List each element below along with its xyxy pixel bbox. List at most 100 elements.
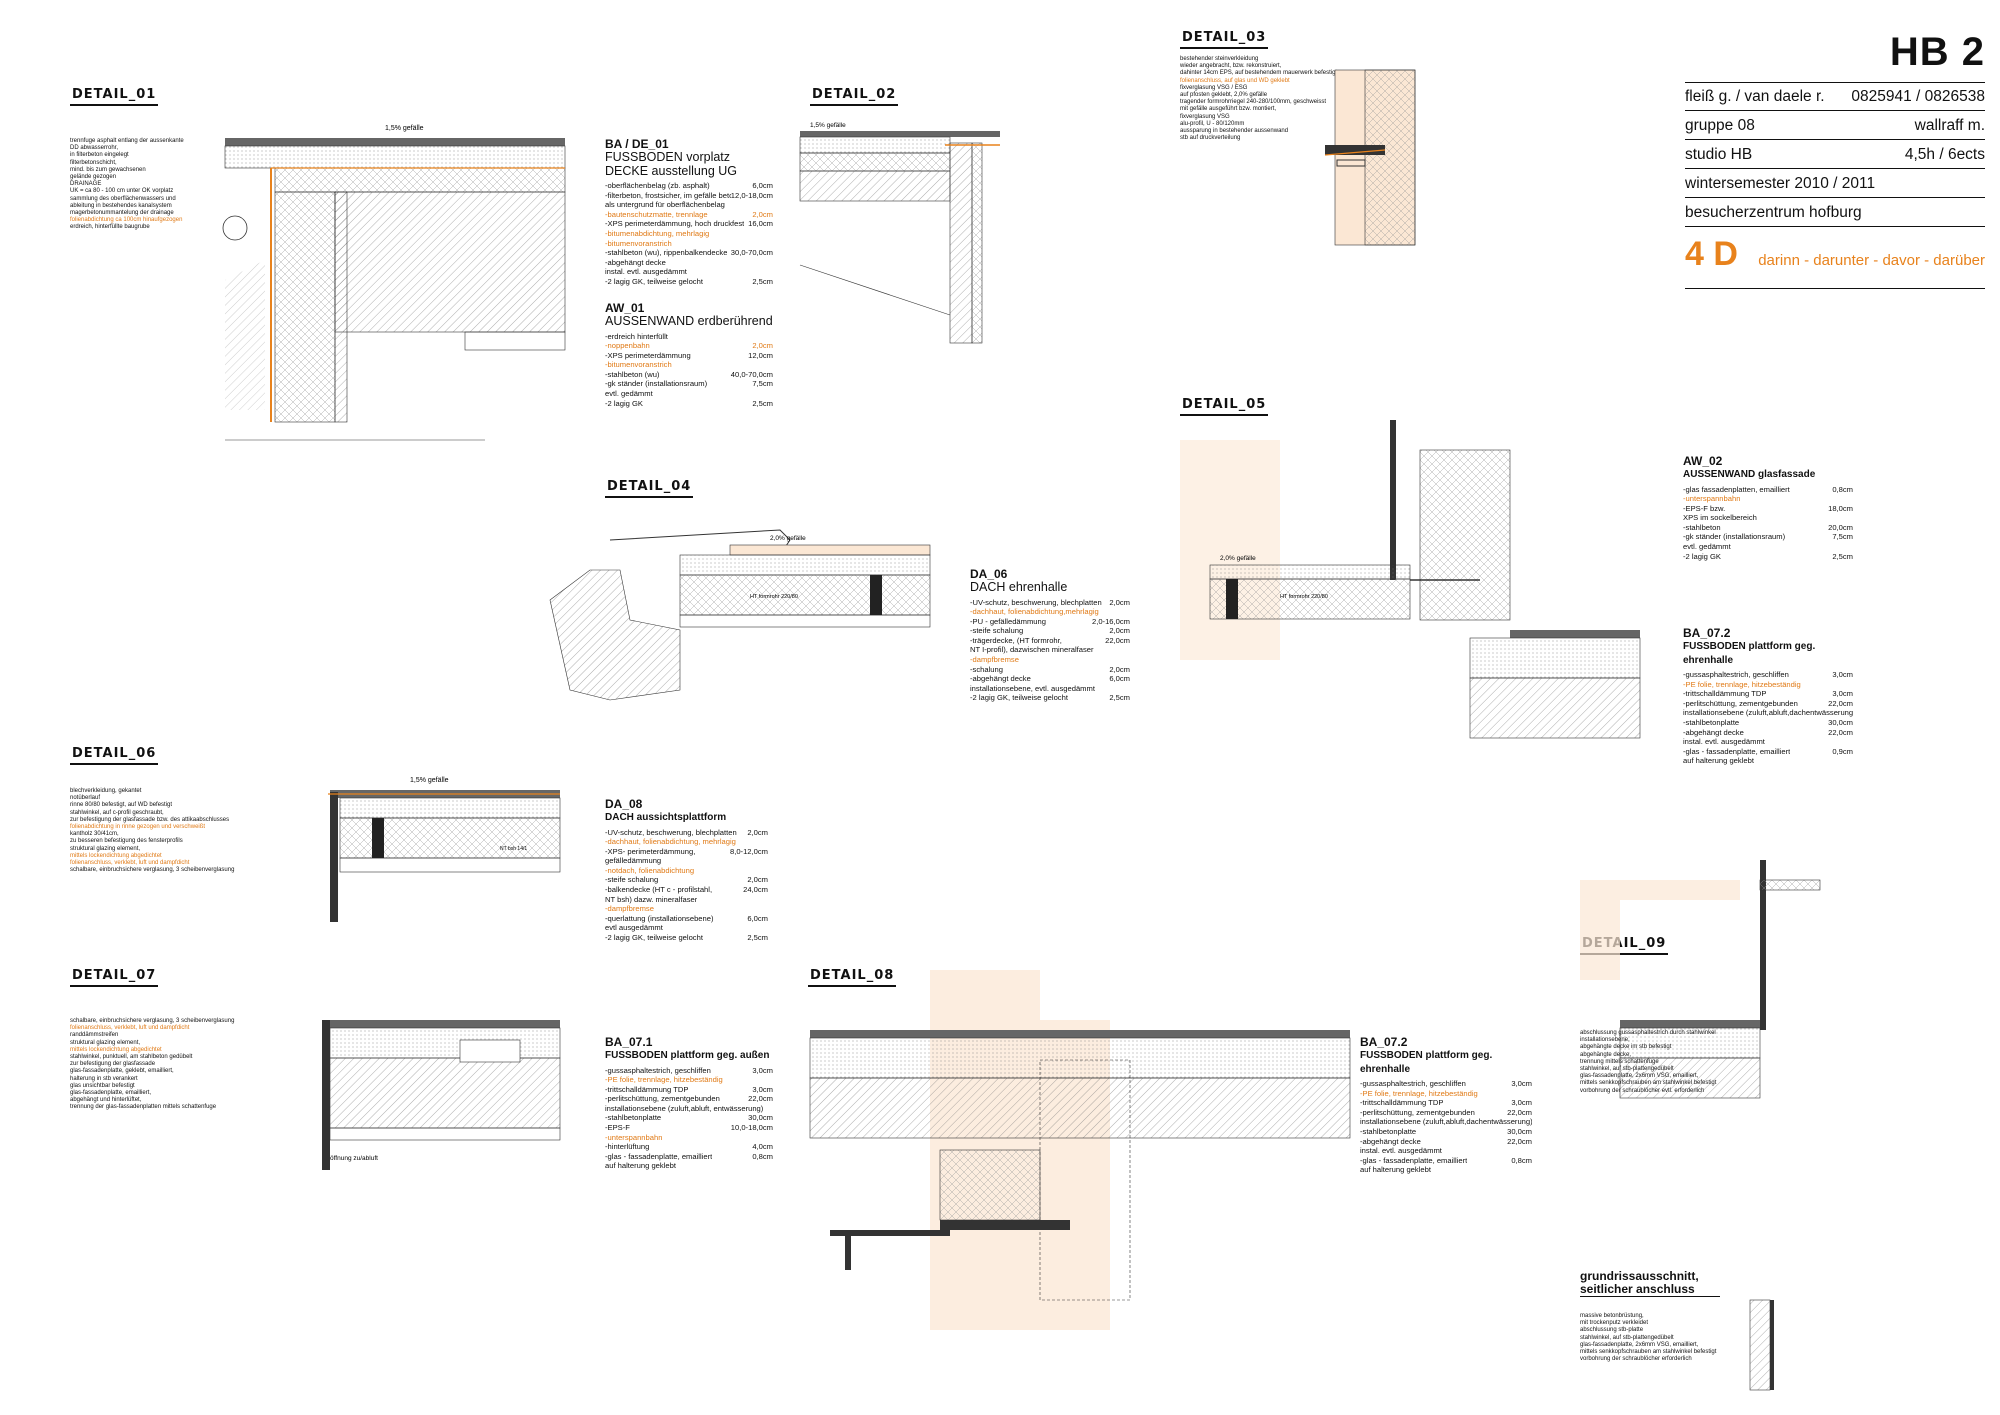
spec-row-text: NT I-profil), dazwischen mineralfaser <box>970 645 1094 655</box>
spec-row-text: -oberflächenbelag (zb. asphalt) <box>605 181 710 190</box>
spec-row-text: -abgehängt decke <box>1683 727 1744 737</box>
callout-text: mittels lockendichtung abgedichtet <box>70 852 162 859</box>
spec-row-text: -gussasphaltestrich, geschliffen <box>1360 1079 1466 1088</box>
spec-row-value: 3,0cm <box>752 1065 773 1075</box>
spec-row-value: 0,8cm <box>1832 484 1853 494</box>
spec-row-text: -XPS- perimeterdämmung, <box>605 846 696 856</box>
spec-row-text: -dampfbremse <box>605 904 654 914</box>
spec-row-text: -glas fassadenplatten, emailliert <box>1683 484 1790 494</box>
callout-text: zur befestigung der glasfassade <box>70 1061 156 1068</box>
spec-row-text: installationsebene (zuluft,abluft, entwä… <box>605 1103 764 1113</box>
spec-name: FUSSBODEN plattform geg. ehrenhalle <box>1683 641 1816 666</box>
spec-aw-02: AW_02 AUSSENWAND glasfassade -glas fassa… <box>1683 455 1853 561</box>
detail-07-title: DETAIL_07 <box>70 967 159 987</box>
callout-text: notüberlauf <box>70 795 101 802</box>
spec-row: evtl. gedämmt <box>1683 542 1853 552</box>
spec-row-text: -bautenschutzmatte, trennlage <box>605 209 708 219</box>
spec-row: -dampfbremse <box>970 655 1130 665</box>
grundriss-drawing <box>1749 1299 1774 1391</box>
divider <box>1685 110 1985 111</box>
spec-row-text: -PE folie, trennlage, hitzebeständig <box>605 1075 723 1085</box>
spec-row-text: -2 lagig GK <box>1683 551 1721 561</box>
spec-row-text: -abgehängt decke <box>605 257 666 267</box>
group: gruppe 08 <box>1685 117 1755 134</box>
sheet-subtitle: darinn - darunter - davor - darüber <box>1758 252 1985 269</box>
detail-03-title: DETAIL_03 <box>1180 29 1269 49</box>
spec-row-text: auf halterung geklebt <box>1683 756 1754 766</box>
spec-row: -erdreich hinterfüllt <box>605 332 773 342</box>
spec-row-text: -gk ständer (installationsraum) <box>1683 532 1786 542</box>
spec-row-text: -dampfbremse <box>970 655 1019 665</box>
spec-row-value: 22,0cm <box>1105 635 1130 645</box>
supervisor: wallraff m. <box>1914 117 1985 134</box>
spec-row-value: 20,0cm <box>1828 522 1853 532</box>
callout-text: rinne 80/80 befestigt, auf WD befestigt <box>70 802 173 809</box>
callouts-grundriss: massive betonbrüstung,mit trockenputz ve… <box>1580 1313 1745 1363</box>
spec-row-text: -dachhaut, folienabdichtung, mehrlagig <box>605 837 736 847</box>
callout-text: schalbare, einbruchsichere verglasung, 3… <box>70 867 235 874</box>
spec-name: DECKE ausstellung UG <box>605 163 738 178</box>
spec-ba-07-1: BA_07.1 FUSSBODEN plattform geg. außen -… <box>605 1036 773 1171</box>
spec-row: -dachhaut, folienabdichtung, mehrlagig <box>605 837 768 847</box>
spec-code: BA_07.1 <box>605 1035 653 1049</box>
spec-row-value: 2,5cm <box>752 276 773 286</box>
callout-text: struktural glazing element, <box>70 845 141 852</box>
spec-row-text: -bitumenvoranstrich <box>605 238 672 248</box>
svg-text:2,0% gefälle: 2,0% gefälle <box>1220 555 1256 562</box>
spec-row-text: -erdreich hinterfüllt <box>605 331 668 341</box>
svg-text:HT formrohr 220/80: HT formrohr 220/80 <box>1280 594 1328 600</box>
spec-row-text: -trittschalldämmung TDP <box>1360 1098 1444 1108</box>
detail-05-drawing: 2,0% gefälle HT formrohr 220/80 <box>1180 420 1641 739</box>
spec-row-value: 30,0cm <box>1507 1126 1532 1136</box>
spec-row-text: -unterspannbahn <box>605 1132 663 1142</box>
spec-row-value: 22,0cm <box>1828 727 1853 737</box>
callout-text: mind. bis zum gewachsenen <box>70 166 146 173</box>
spec-row-value: 3,0cm <box>1832 689 1853 699</box>
detail-01-title: DETAIL_01 <box>70 86 159 106</box>
spec-row-text: instal. evtl. ausgedämmt <box>1360 1146 1442 1156</box>
detail-02-title: DETAIL_02 <box>810 86 899 106</box>
spec-code: BA_07.2 <box>1683 626 1731 640</box>
spec-row: -PE folie, trennlage, hitzebeständig <box>605 1075 773 1085</box>
spec-row-value: 7,5cm <box>1832 532 1853 542</box>
spec-row: -querlattung (installationsebene)6,0cm <box>605 914 768 924</box>
spec-row-value: 2,5cm <box>752 398 773 408</box>
spec-row-text: instal. evtl. ausgedämmt <box>605 267 687 277</box>
detail-07-drawing: öffnung zu/abluft <box>322 1020 561 1170</box>
spec-row: installationsebene (zuluft,abluft, entwä… <box>605 1104 773 1114</box>
spec-row-value: 3,0cm <box>1832 670 1853 679</box>
callout-text: stb auf druckverteilung <box>1180 135 1241 142</box>
callout-text: folienanschluss, auf glas und WD geklebt <box>1180 77 1290 84</box>
spec-name: AUSSENWAND glasfassade <box>1683 469 1816 480</box>
spec-row: auf halterung geklebt <box>1360 1165 1532 1175</box>
callout-text: folienabdichtung ca 100cm hinaufgezogen <box>70 217 183 224</box>
spec-row-value: 24,0cm <box>743 885 768 895</box>
spec-row: NT bsh) dazw. mineralfaser <box>605 895 768 905</box>
spec-row-text: -steife schalung <box>605 875 659 885</box>
spec-row-text: -glas - fassadenplatte, emailliert <box>1360 1155 1468 1165</box>
callout-text: mit trockenputz verkleidet <box>1580 1320 1649 1327</box>
callout-text: DRAINAGE <box>70 181 102 188</box>
spec-row-text: -steife schalung <box>970 626 1024 636</box>
spec-row-text: -PE folie, trennlage, hitzebeständig <box>1683 679 1801 689</box>
spec-row-text: -hinterlüftung <box>605 1142 650 1152</box>
callout-text: fixverglasung VSG / ESG <box>1180 84 1248 91</box>
spec-row: -abgehängt decke 22,0cm <box>1683 728 1853 738</box>
spec-row-text: installationsebene, evtl. ausgedämmt <box>970 683 1095 693</box>
spec-row-text: -perlitschüttung, zementgebunden <box>1683 698 1798 708</box>
callout-text: massive betonbrüstung, <box>1580 1313 1644 1319</box>
callout-text: auf pfosten geklebt, 2,0% gefälle <box>1180 92 1268 99</box>
